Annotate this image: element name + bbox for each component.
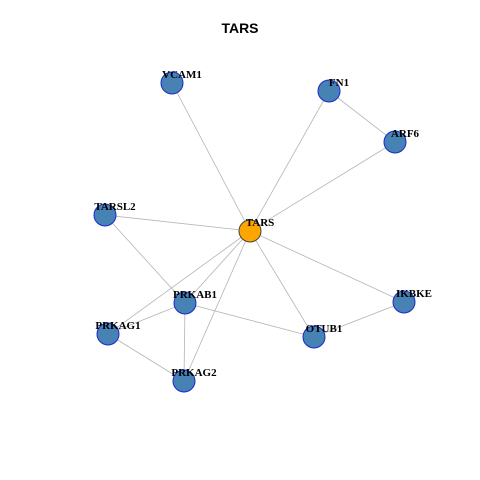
node-ikbke[interactable] [392, 290, 416, 314]
node-tars[interactable] [238, 219, 262, 243]
node-label-tars: TARS [246, 217, 275, 229]
edge-tars-otub1 [249, 230, 315, 338]
edge-tars-tarsl2 [104, 214, 251, 232]
node-vcam1[interactable] [160, 71, 184, 95]
edge-tars-vcam1 [171, 82, 251, 232]
node-label-ikbke: IKBKE [396, 288, 432, 300]
edge-tars-prkab1 [184, 230, 251, 304]
node-arf6[interactable] [383, 130, 407, 154]
edges-layer [104, 82, 405, 382]
node-label-otub1: OTUB1 [306, 323, 343, 335]
edge-prkab1-otub1 [184, 302, 315, 338]
edge-prkab1-prkag1 [107, 302, 186, 335]
node-prkab1[interactable] [173, 291, 197, 315]
node-label-fn1: FN1 [329, 77, 349, 89]
edge-tars-ikbke [249, 230, 405, 303]
edge-tars-fn1 [249, 90, 330, 232]
edge-prkab1-prkag2 [183, 302, 186, 382]
edge-tars-arf6 [249, 141, 396, 232]
edge-prkag1-prkag2 [107, 333, 185, 382]
edge-otub1-ikbke [313, 301, 405, 338]
node-label-prkab1: PRKAB1 [173, 289, 217, 301]
nodes-layer [93, 71, 416, 393]
node-fn1[interactable] [317, 79, 341, 103]
node-tarsl2[interactable] [93, 203, 117, 227]
node-label-vcam1: VCAM1 [162, 69, 202, 81]
node-label-tarsl2: TARSL2 [94, 201, 136, 213]
node-prkag2[interactable] [172, 369, 196, 393]
node-otub1[interactable] [302, 325, 326, 349]
edge-tarsl2-prkab1 [104, 214, 186, 304]
edge-fn1-arf6 [328, 90, 396, 143]
node-prkag1[interactable] [96, 322, 120, 346]
edge-tars-prkag1 [107, 230, 251, 335]
edge-tars-prkag2 [183, 230, 251, 382]
figure-title: TARS [221, 20, 259, 36]
node-label-prkag1: PRKAG1 [95, 320, 140, 332]
labels-layer: TARS VCAM1FN1ARF6TARSL2PRKAB1PRKAG1PRKAG2… [94, 69, 432, 379]
node-label-arf6: ARF6 [391, 128, 420, 140]
node-label-prkag2: PRKAG2 [171, 367, 217, 379]
